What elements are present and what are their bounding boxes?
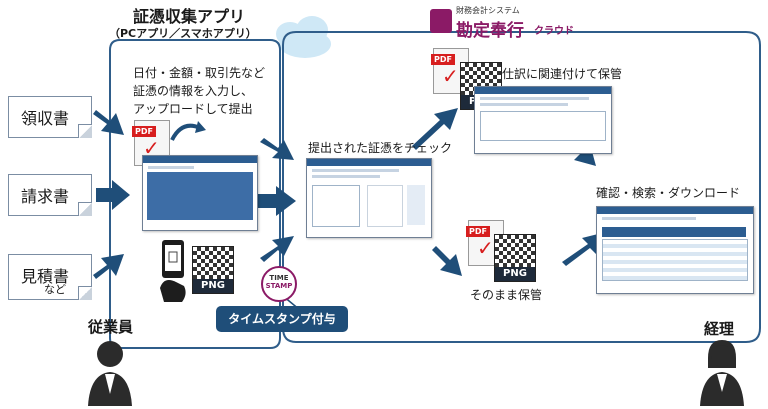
collection-app-screenshot [142,155,258,231]
png-file-icon: PNG [494,234,536,282]
link-step-label: 仕訳に関連付けて保管 [502,67,623,81]
brand-name: 勘定奉行 [456,21,524,41]
smartphone-icon [160,240,186,302]
brand-small-text: 財務会計システム [456,6,520,15]
collection-app-subtitle: （PCアプリ／スマホアプリ） [109,27,257,40]
accountant-label: 経理 [704,320,735,338]
timestamp-badge: タイムスタンプ付与 [216,306,348,332]
flow-arrow [432,246,462,276]
flow-arrow [96,180,130,210]
collection-app-title: 証憑収集アプリ [133,7,246,26]
brand-logo: 財務会計システム 勘定奉行 クラウド [430,5,590,41]
check-screenshot [306,158,432,238]
flow-arrow [412,108,458,150]
input-step-line2: 証憑の情報を入力し、 [133,84,254,98]
confirm-step-label: 確認・検索・ダウンロード [596,186,741,200]
journal-link-screenshot [474,86,612,154]
store-step-label: そのまま保管 [470,288,543,302]
input-step-line1: 日付・金額・取引先など [133,66,266,80]
cloud-icon [276,16,331,58]
flow-arrow [260,138,294,160]
png-file-icon: PNG [192,246,234,294]
brand-mark-icon [430,9,452,33]
flow-arrow [258,186,296,216]
cloud-system-frame [282,31,761,343]
receipt-label: 領収書 [21,109,70,128]
estimate-note: など [44,283,66,296]
check-step-label: 提出された証憑をチェック [308,141,453,155]
employee-label: 従業員 [88,318,134,336]
estimate-label: 見積書 [21,267,70,286]
timestamp-logo-line2: STAMP [265,282,293,290]
invoice-document: 請求書 [8,174,92,216]
invoice-label: 請求書 [21,187,70,206]
flow-arrow [93,254,124,279]
timestamp-seal-icon: TIME STAMP [261,266,297,302]
flow-arrow [562,232,606,266]
timestamp-logo-line1: TIME [269,274,289,282]
flow-arrow [260,236,294,262]
flow-arrow [93,110,124,135]
timestamp-badge-label: タイムスタンプ付与 [228,312,336,326]
person-icon [88,341,132,406]
rotate-arrow-icon [170,121,206,141]
input-step-line3: アップロードして提出 [133,102,253,116]
brand-suffix: クラウド [534,26,574,37]
person-icon [700,340,744,406]
search-download-screenshot [596,206,754,294]
estimate-document: 見積書 など [8,254,92,300]
receipt-document: 領収書 [8,96,92,138]
